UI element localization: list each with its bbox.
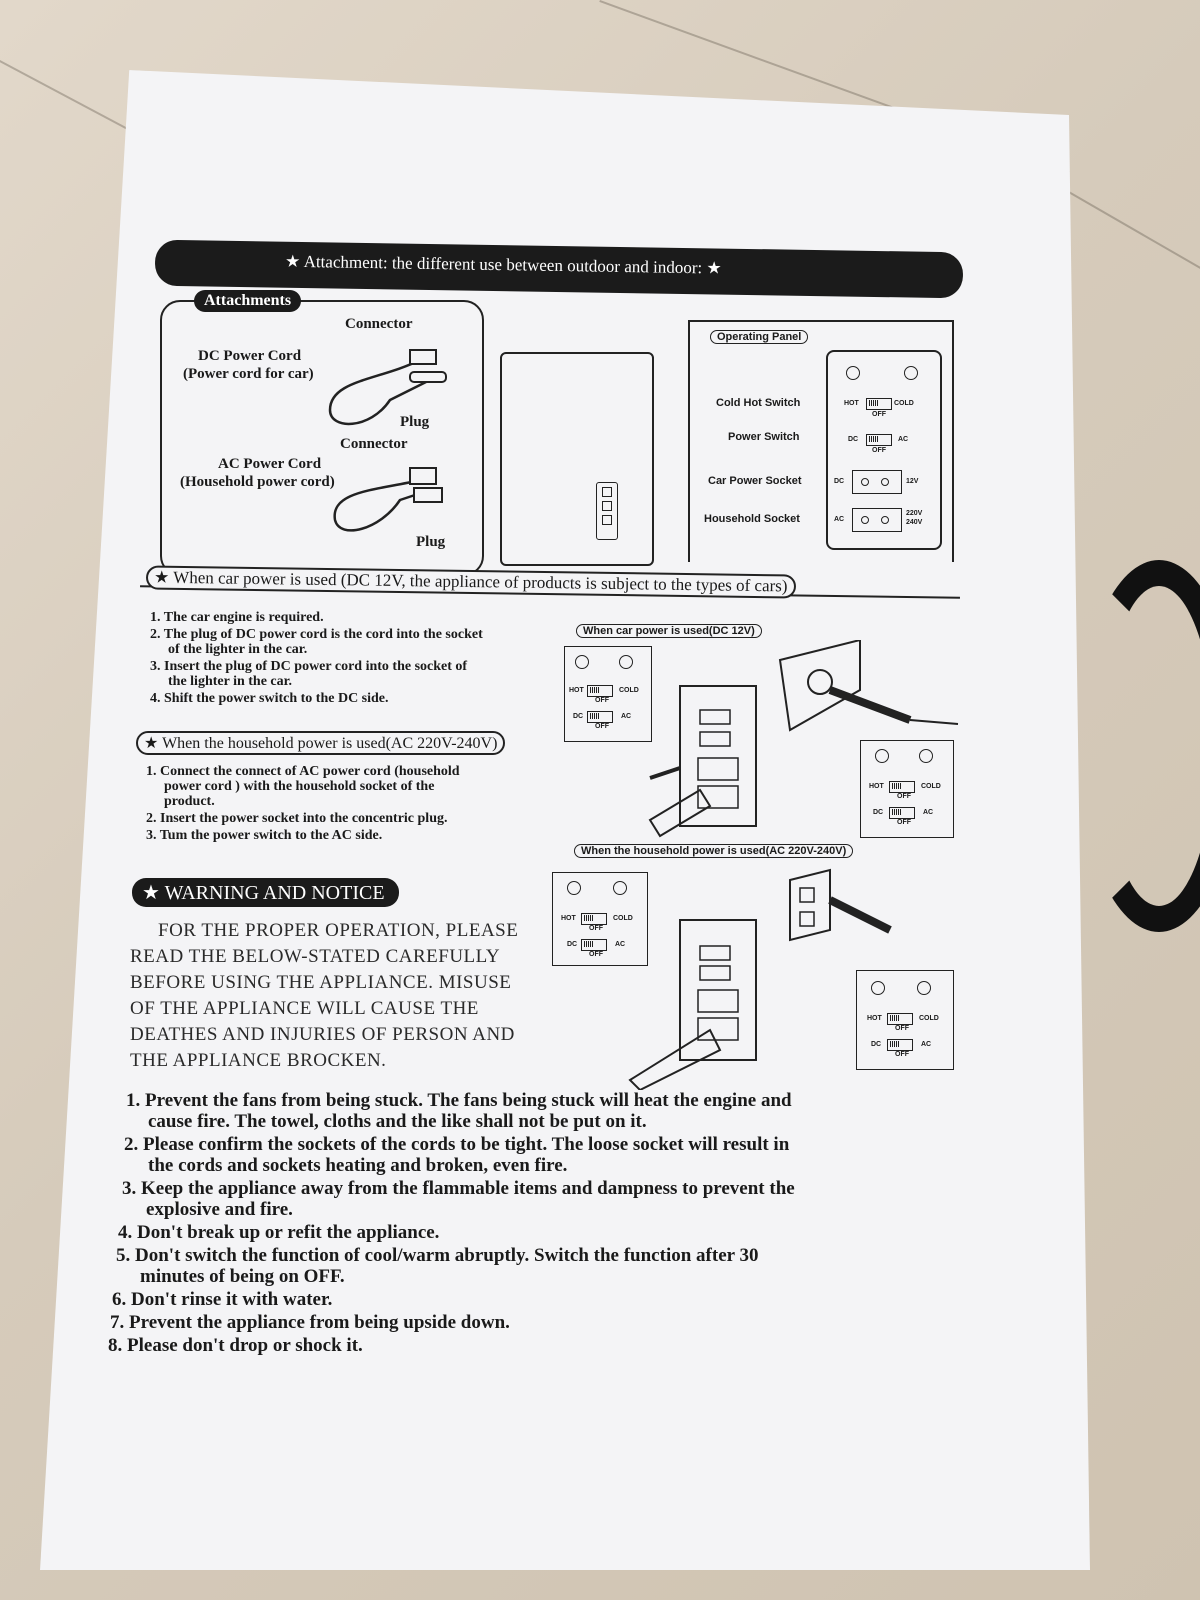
v240-label: 240V (906, 519, 923, 526)
warning-intro-line: DEATHES AND INJURIES OF PERSON AND (130, 1024, 515, 1045)
notice-item: the cords and sockets heating and broken… (148, 1155, 568, 1176)
dc-label: DC (834, 478, 845, 485)
notice-item: 3. Keep the appliance away from the flam… (122, 1178, 795, 1199)
car-step: 1. The car engine is required. (150, 610, 324, 625)
ac-label: AC (898, 436, 909, 443)
warning-intro-line: THE APPLIANCE BROCKEN. (130, 1050, 387, 1071)
dc-cord-desc: (Power cord for car) (183, 366, 314, 382)
warning-intro: FOR THE PROPER OPERATION, PLEASE READ TH… (130, 918, 540, 1074)
notice-item: 6. Don't rinse it with water. (112, 1289, 333, 1310)
notice-item: 2. Please confirm the sockets of the cor… (124, 1134, 790, 1155)
notice-item: 8. Please don't drop or shock it. (108, 1335, 363, 1356)
car-power-socket-label: Car Power Socket (708, 475, 802, 487)
dc-label: DC (848, 436, 859, 443)
fridge-drawing (500, 352, 654, 566)
warning-intro-line: READ THE BELOW-STATED CAREFULLY (130, 946, 501, 967)
v12-label: 12V (906, 478, 919, 485)
notice-item: 5. Don't switch the function of cool/war… (116, 1245, 759, 1266)
warning-intro-line: OF THE APPLIANCE WILL CAUSE THE (130, 998, 479, 1019)
ac-plug-label: Plug (416, 534, 446, 550)
dc-plug-label: Plug (400, 414, 430, 430)
notice-item: 1. Prevent the fans from being stuck. Th… (126, 1090, 792, 1111)
notice-list: 1. Prevent the fans from being stuck. Th… (108, 1090, 948, 1358)
cords-drawing-icon (328, 349, 447, 532)
panel-light-icon (904, 366, 918, 380)
dc-connector-label: Connector (345, 316, 413, 332)
warning-heading: ★ WARNING AND NOTICE (132, 878, 399, 907)
cold-label: COLD (894, 400, 914, 407)
car-step: the lighter in the car. (168, 674, 293, 689)
household-steps-list: 1. Connect the connect of AC power cord … (146, 764, 546, 845)
car-diagram-label: When car power is used(DC 12V) (576, 621, 762, 639)
household-mini-panel: HOT COLD OFF DC AC OFF (552, 872, 648, 966)
household-section-heading: ★ When the household power is used(AC 22… (136, 731, 506, 755)
ac-cord-desc: (Household power cord) (180, 474, 335, 490)
v220-label: 220V (906, 510, 923, 517)
household-socket[interactable] (852, 508, 902, 532)
dc-cord-name: DC Power Cord (198, 348, 302, 364)
household-connection-drawing-icon (628, 868, 892, 1090)
notice-item: 4. Don't break up or refit the appliance… (118, 1222, 440, 1243)
car-step: 4. Shift the power switch to the DC side… (150, 691, 389, 706)
car-power-socket[interactable] (852, 470, 902, 494)
operating-panel-drawing: HOT COLD OFF DC AC OFF DC 12V AC 220V 24… (826, 350, 942, 550)
attachments-label: Attachments (194, 290, 302, 312)
cold-hot-switch[interactable] (866, 398, 892, 410)
power-switch[interactable] (866, 434, 892, 446)
ac-connector-label: Connector (340, 436, 408, 452)
power-switch-label: Power Switch (728, 431, 800, 443)
off-label: OFF (872, 447, 886, 454)
household-diagram-label: When the household power is used(AC 220V… (574, 841, 854, 859)
car-mini-panel: HOT COLD OFF DC AC OFF (564, 646, 652, 742)
off-label: OFF (872, 411, 886, 418)
fridge-panel-icon (596, 482, 618, 540)
household-step: power cord ) with the household socket o… (164, 779, 435, 794)
car-steps-list: 1. The car engine is required. 2. The pl… (150, 610, 550, 708)
household-step: 2. Insert the power socket into the conc… (146, 811, 448, 826)
panel-light-icon (846, 366, 860, 380)
notice-item: minutes of being on OFF. (140, 1266, 345, 1287)
warning-intro-line: BEFORE USING THE APPLIANCE. MISUSE (130, 972, 512, 993)
car-step: 3. Insert the plug of DC power cord into… (150, 659, 468, 674)
notice-item: 7. Prevent the appliance from being upsi… (110, 1312, 510, 1333)
car-step: of the lighter in the car. (168, 642, 308, 657)
household-step: product. (164, 794, 215, 809)
car-result-panel: HOT COLD OFF DC AC OFF (860, 740, 954, 838)
car-connection-drawing-icon (648, 640, 959, 838)
household-result-panel: HOT COLD OFF DC AC OFF (856, 970, 954, 1070)
household-step: 3. Tum the power switch to the AC side. (146, 828, 383, 843)
notice-item: explosive and fire. (146, 1199, 293, 1220)
operating-panel-label: Operating Panel (710, 327, 809, 345)
car-step: 2. The plug of DC power cord is the cord… (150, 627, 483, 642)
notice-item: cause fire. The towel, cloths and the li… (148, 1111, 647, 1132)
household-socket-label: Household Socket (704, 513, 800, 525)
operating-panel-callout (688, 320, 954, 562)
ac-cord-name: AC Power Cord (218, 456, 322, 472)
ac-label: AC (834, 516, 845, 523)
warning-intro-line: FOR THE PROPER OPERATION, PLEASE (158, 920, 519, 941)
title-text: Attachment: the different use between ou… (303, 251, 703, 278)
household-step: 1. Connect the connect of AC power cord … (146, 764, 460, 779)
hot-label: HOT (844, 400, 859, 407)
cold-hot-switch-label: Cold Hot Switch (716, 397, 801, 409)
